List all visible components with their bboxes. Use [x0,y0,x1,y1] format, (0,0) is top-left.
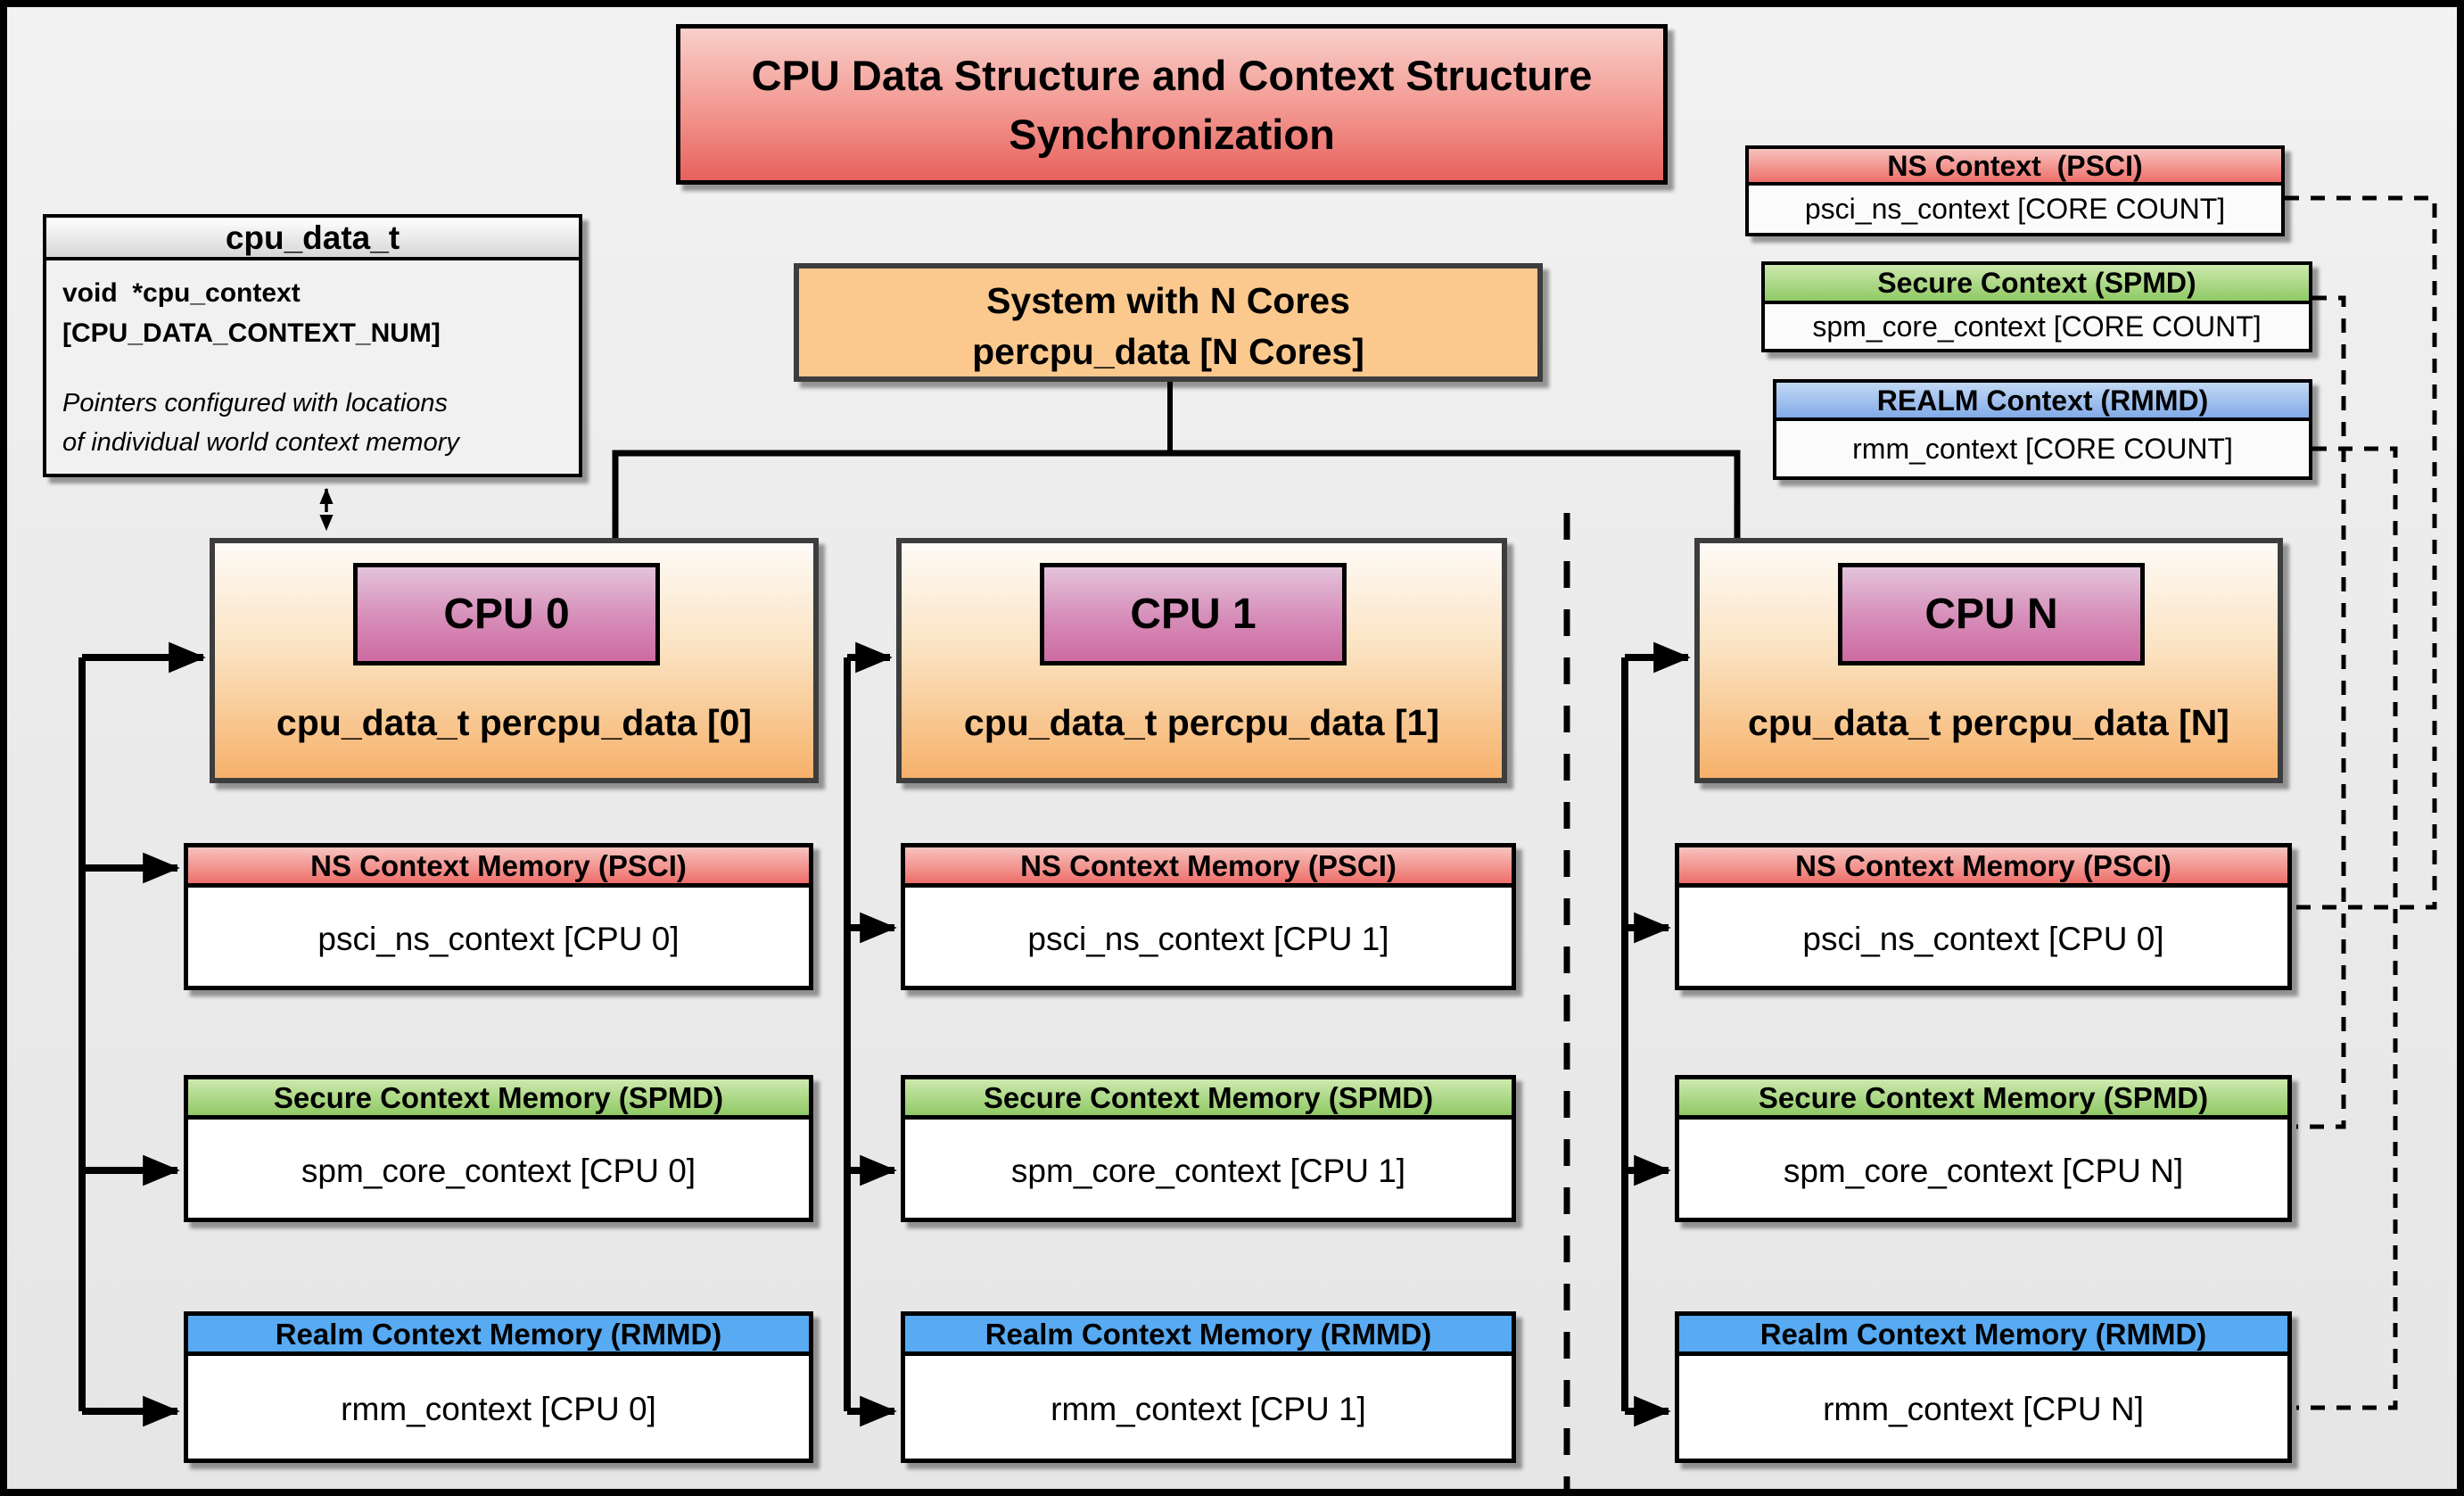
legend-realm-context-body: rmm_context [CORE COUNT] [1852,432,2233,465]
cpun-ns-context-memory-box: NS Context Memory (PSCI) psci_ns_context… [1675,843,2292,990]
cpu-data-t-struct-body: void *cpu_context [CPU_DATA_CONTEXT_NUM]… [46,260,579,475]
cpun-secure-context-memory-box: Secure Context Memory (SPMD) spm_core_co… [1675,1075,2292,1222]
legend-dashed-links [2285,195,2437,1410]
cpu0-label-text: CPU 0 [443,591,570,638]
ns-legend-dashed-link [2285,195,2437,910]
cpun-label-text: CPU N [1924,591,2058,638]
diagram-title-line2: Synchronization [1009,111,1335,158]
cpu1-pointer-arrows [844,641,897,1427]
cpu0-pointer-arrows [78,641,206,1427]
diagram-title-line1: CPU Data Structure and Context Structure [751,52,1593,99]
system-branch-lines [612,382,1741,538]
legend-ns-context-box: NS Context (PSCI) psci_ns_context [CORE … [1745,145,2285,236]
cpu0-secure-context-memory-box: Secure Context Memory (SPMD) spm_core_co… [184,1075,813,1222]
cpun-pointer-arrows [1621,641,1691,1427]
legend-ns-context-title: NS Context (PSCI) [1749,149,2281,186]
cpun-percpu-data-label: cpu_data_t percpu_data [N] [1748,702,2229,743]
cpu-data-t-struct-title: cpu_data_t [46,218,579,260]
cpu1-realm-context-memory-body: rmm_context [CPU 1] [1051,1391,1366,1427]
cpu0-realm-context-memory-body: rmm_context [CPU 0] [341,1391,656,1427]
cpu1-box: CPU 1 cpu_data_t percpu_data [1] [896,538,1507,783]
cpu0-label: CPU 0 [353,563,660,665]
cpun-ns-context-memory-title: NS Context Memory (PSCI) [1679,847,2287,888]
cpu1-secure-context-memory-title: Secure Context Memory (SPMD) [905,1079,1512,1120]
cpu0-realm-context-memory-box: Realm Context Memory (RMMD) rmm_context … [184,1311,813,1463]
cpun-realm-context-memory-title: Realm Context Memory (RMMD) [1679,1316,2287,1356]
cpu0-box: CPU 0 cpu_data_t percpu_data [0] [210,538,819,783]
legend-ns-context-body: psci_ns_context [CORE COUNT] [1804,193,2226,225]
cpu1-ns-context-memory-title: NS Context Memory (PSCI) [905,847,1512,888]
cpu0-realm-context-memory-title: Realm Context Memory (RMMD) [188,1316,809,1356]
cpu0-percpu-data-label: cpu_data_t percpu_data [0] [276,702,753,743]
diagram-title-box: CPU Data Structure and Context Structure… [676,24,1668,185]
cpu1-realm-context-memory-box: Realm Context Memory (RMMD) rmm_context … [901,1311,1516,1463]
cpun-secure-context-memory-title: Secure Context Memory (SPMD) [1679,1079,2287,1120]
legend-secure-context-box: Secure Context (SPMD) spm_core_context [… [1761,261,2312,352]
struct-field-line2: [CPU_DATA_CONTEXT_NUM] [62,318,441,348]
struct-field-line1: void *cpu_context [62,278,301,308]
secure-legend-dashed-link [2296,295,2346,1129]
cpu0-ns-context-memory-box: NS Context Memory (PSCI) psci_ns_context… [184,843,813,990]
cpu0-ns-context-memory-title: NS Context Memory (PSCI) [188,847,809,888]
cpun-label: CPU N [1838,563,2145,665]
cpu1-percpu-data-label: cpu_data_t percpu_data [1] [963,702,1440,743]
legend-realm-context-box: REALM Context (RMMD) rmm_context [CORE C… [1773,379,2312,480]
struct-note-line2: of individual world context memory [62,428,459,457]
cpu1-realm-context-memory-title: Realm Context Memory (RMMD) [905,1316,1512,1356]
cpun-realm-context-memory-box: Realm Context Memory (RMMD) rmm_context … [1675,1311,2292,1463]
cpu1-secure-context-memory-body: spm_core_context [CPU 1] [1010,1152,1406,1189]
cpu-data-t-struct-box: cpu_data_t void *cpu_context [CPU_DATA_C… [43,214,582,477]
legend-secure-context-title: Secure Context (SPMD) [1765,265,2309,304]
cpu0-secure-context-memory-title: Secure Context Memory (SPMD) [188,1079,809,1120]
system-box-line1: System with N Cores [986,280,1350,321]
legend-realm-context-title: REALM Context (RMMD) [1776,383,2309,421]
cpu1-secure-context-memory-box: Secure Context Memory (SPMD) spm_core_co… [901,1075,1516,1222]
cpu0-secure-context-memory-body: spm_core_context [CPU 0] [301,1152,696,1189]
system-box-line2: percpu_data [N Cores] [972,331,1364,372]
cpun-secure-context-memory-body: spm_core_context [CPU N] [1783,1152,2184,1189]
cpu1-ns-context-memory-body: psci_ns_context [CPU 1] [1027,920,1389,957]
system-box: System with N Cores percpu_data [N Cores… [794,263,1543,382]
struct-note-line1: Pointers configured with locations [62,389,449,417]
cpu1-label-text: CPU 1 [1130,591,1257,638]
realm-legend-dashed-link [2296,446,2398,1410]
cpun-realm-context-memory-body: rmm_context [CPU N] [1823,1391,2144,1427]
legend-secure-context-body: spm_core_context [CORE COUNT] [1812,310,2262,343]
cpun-ns-context-memory-body: psci_ns_context [CPU 0] [1802,920,2164,957]
cpu1-label: CPU 1 [1040,563,1347,665]
cpu0-ns-context-memory-body: psci_ns_context [CPU 0] [317,920,680,957]
cpun-box: CPU N cpu_data_t percpu_data [N] [1694,538,2283,783]
cpu1-ns-context-memory-box: NS Context Memory (PSCI) psci_ns_context… [901,843,1516,990]
